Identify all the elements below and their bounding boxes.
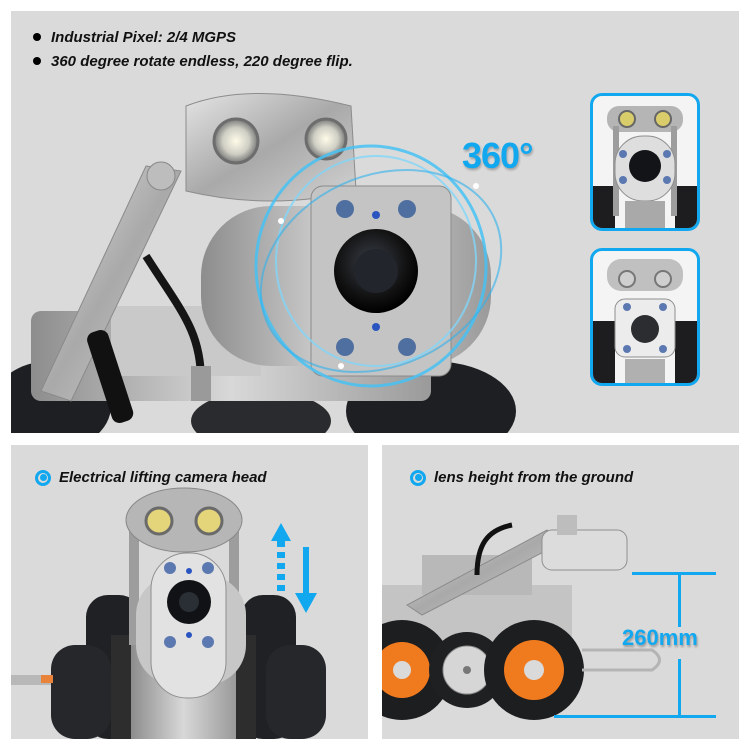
camera-head-flipped-image	[593, 259, 697, 383]
bullet-dot-icon	[33, 57, 41, 65]
dimension-bottom-line	[554, 715, 716, 718]
section-heading-lens-height: lens height from the ground	[410, 469, 633, 486]
dimension-top-line	[632, 572, 716, 575]
dimension-vertical-line-upper	[678, 572, 681, 627]
section-heading-text: lens height from the ground	[434, 469, 634, 486]
spec-pixel-text: Industrial Pixel: 2/4 MGPS	[51, 28, 237, 46]
bullet-dot-icon	[33, 33, 41, 41]
section-heading-lifting: Electrical lifting camera head	[35, 469, 267, 486]
feature-panel-rotation: Industrial Pixel: 2/4 MGPS 360 degree ro…	[11, 11, 739, 433]
camera-head-upright-image	[593, 106, 697, 228]
spec-bullet-list: Industrial Pixel: 2/4 MGPS 360 degree ro…	[33, 25, 353, 73]
spec-bullet: 360 degree rotate endless, 220 degree fl…	[33, 49, 353, 73]
up-down-arrows-icon	[271, 523, 317, 613]
robot-front-view-image	[11, 487, 326, 739]
spec-bullet: Industrial Pixel: 2/4 MGPS	[33, 25, 353, 49]
section-heading-text: Electrical lifting camera head	[59, 469, 267, 486]
thumbnail-flipped-view	[590, 248, 700, 386]
robot-camera-head-image	[11, 93, 516, 433]
feature-panel-lens-height: lens height from the ground 260mm	[382, 445, 739, 739]
feature-panel-lifting: Electrical lifting camera head	[11, 445, 368, 739]
thumbnail-upright-view	[590, 93, 700, 231]
spec-rotation-text: 360 degree rotate endless, 220 degree fl…	[51, 52, 353, 70]
lens-height-dimension-label: 260mm	[622, 625, 698, 650]
rotation-degree-label: 360°	[462, 135, 533, 176]
target-ring-icon	[35, 469, 51, 486]
target-ring-icon	[410, 469, 426, 486]
dimension-vertical-line-lower	[678, 659, 681, 715]
robot-side-view-image	[382, 515, 661, 720]
